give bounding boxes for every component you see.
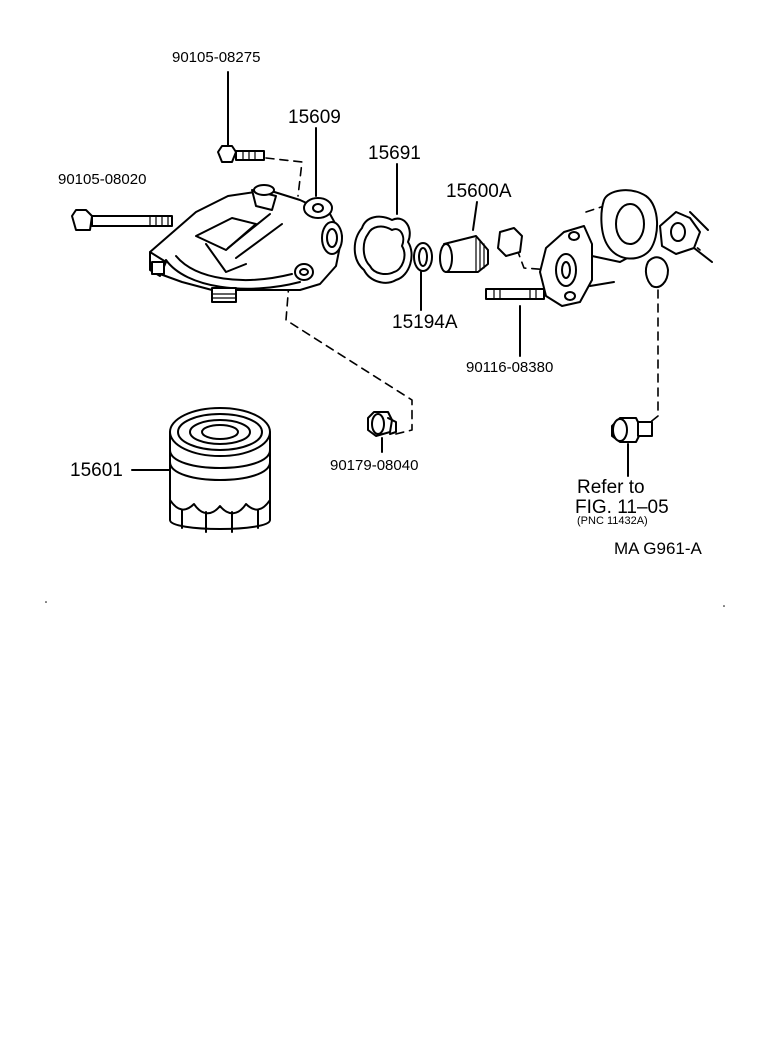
reference-line-1: Refer to	[577, 477, 645, 498]
label-filter: 15601	[70, 460, 123, 481]
filter-housing-drawing	[149, 184, 343, 303]
reference-line-3: (PNC 11432A)	[577, 515, 648, 527]
stud-drawing	[485, 288, 545, 300]
label-stud: 90116-08380	[466, 359, 554, 376]
leader-lines	[97, 71, 629, 477]
label-bolt-top: 90105-08275	[172, 49, 261, 66]
label-union: 15600A	[446, 181, 512, 202]
figure-code: MA G961-A	[614, 539, 702, 558]
gasket-drawing	[353, 215, 413, 284]
bolt-long-drawing	[71, 209, 173, 231]
label-bolt-long: 90105-08020	[58, 171, 147, 188]
oring-drawing	[413, 242, 433, 272]
label-housing: 15609	[288, 107, 341, 128]
reference-line-2: FIG. 11–05	[575, 497, 669, 518]
union-drawing	[439, 235, 489, 273]
plug-drawing	[367, 411, 397, 437]
oil-filter-drawing	[169, 407, 271, 533]
bolt-top-drawing	[217, 145, 265, 163]
engine-block-fragment	[497, 189, 713, 307]
label-plug: 90179-08040	[330, 457, 419, 474]
drain-plug-drawing	[611, 417, 653, 443]
label-oring: 15194A	[392, 312, 458, 333]
label-gasket: 15691	[368, 143, 421, 164]
